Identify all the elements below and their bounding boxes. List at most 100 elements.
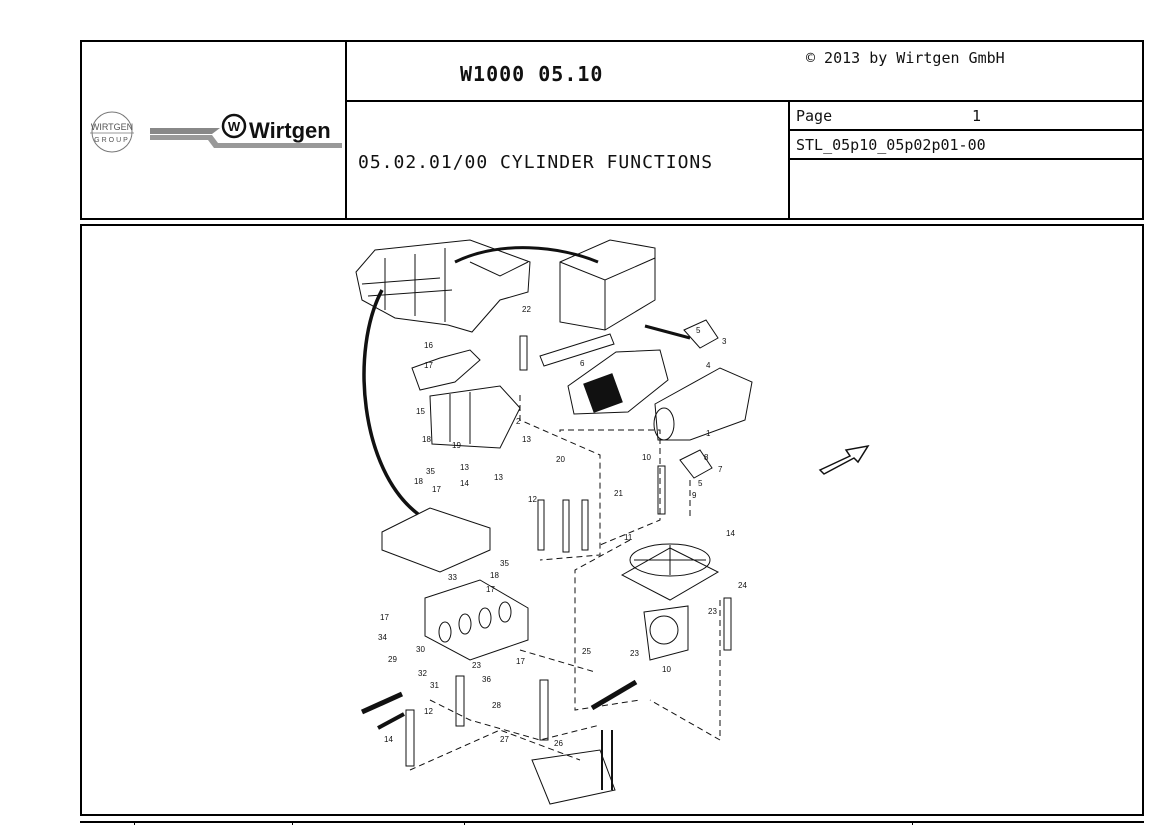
logo-brand-name: Wirtgen — [249, 118, 331, 143]
hose-left — [405, 709, 415, 767]
logo-brand-mark: W — [228, 119, 241, 134]
callout-34: 34 — [378, 633, 387, 642]
callout-14b: 14 — [726, 529, 735, 538]
callout-14c: 14 — [384, 735, 393, 744]
flange-plate-lower — [679, 449, 713, 479]
copyright-notice: © 2013 by Wirtgen GmbH — [806, 49, 1005, 67]
callout-18b: 18 — [414, 477, 423, 486]
diagram-frame — [80, 224, 1144, 816]
hose-14 — [723, 597, 732, 651]
callout-22: 22 — [522, 305, 531, 314]
callout-23: 23 — [708, 607, 717, 616]
callout-10: 10 — [642, 453, 651, 462]
callout-14: 14 — [460, 479, 469, 488]
wirtgen-brand-logo: W Wirtgen — [150, 110, 342, 156]
logo-group-top: WIRTGEN — [91, 122, 133, 132]
callout-1: 1 — [706, 429, 711, 438]
callout-32: 32 — [418, 669, 427, 678]
direction-arrow — [818, 444, 870, 475]
callout-29: 29 — [388, 655, 397, 664]
callout-11: 11 — [624, 533, 633, 542]
callout-33: 33 — [448, 573, 457, 582]
section-title: 05.02.01/00 CYLINDER FUNCTIONS — [358, 152, 714, 173]
pump-lower — [654, 367, 753, 441]
callout-10b: 10 — [662, 665, 671, 674]
callout-3: 3 — [722, 337, 727, 346]
engine-block — [559, 239, 656, 331]
callout-26: 26 — [554, 739, 563, 748]
callout-24: 24 — [738, 581, 747, 590]
wirtgen-group-logo: WIRTGEN GROUP — [86, 110, 138, 154]
hose-21 — [581, 499, 589, 551]
callout-21: 21 — [614, 489, 623, 498]
mounting-plate — [411, 349, 481, 391]
hose-29 — [455, 675, 465, 727]
support-plate — [381, 507, 491, 573]
callout-25: 25 — [582, 647, 591, 656]
callout-12b: 12 — [424, 707, 433, 716]
callout-35b: 35 — [500, 559, 509, 568]
steering-wheel — [629, 543, 711, 577]
callout-7: 7 — [718, 465, 723, 474]
footer-line — [80, 821, 1144, 823]
orbitrol-unit — [643, 605, 689, 661]
header-divider-logo — [345, 40, 347, 220]
pump-upper — [567, 349, 669, 415]
hose-25 — [590, 679, 638, 711]
hydraulic-cylinder — [539, 333, 615, 367]
footer-tick-1 — [134, 821, 135, 825]
valve-block — [429, 385, 521, 449]
callout-17: 17 — [424, 361, 433, 370]
machine-frame — [355, 239, 531, 333]
callout-2: 2 — [516, 417, 521, 426]
pump-black-band — [583, 373, 623, 413]
callout-12: 12 — [528, 495, 537, 504]
page-number: 1 — [972, 107, 982, 125]
callout-15: 15 — [416, 407, 425, 416]
callout-13: 13 — [522, 435, 531, 444]
hose-28 — [539, 679, 549, 741]
footer-tick-4 — [912, 821, 913, 825]
callout-28: 28 — [492, 701, 501, 710]
meta-row-divider-2 — [788, 158, 1144, 160]
steering-housing — [620, 547, 720, 601]
main-hose-arc — [362, 289, 420, 516]
callout-9: 9 — [692, 491, 697, 500]
logo-group-bottom: GROUP — [94, 137, 130, 144]
callout-18c: 18 — [490, 571, 499, 580]
hose-22 — [519, 335, 528, 371]
meta-row-divider-1 — [788, 129, 1144, 131]
callout-30: 30 — [416, 645, 425, 654]
callout-17c: 17 — [486, 585, 495, 594]
callout-17e: 17 — [516, 657, 525, 666]
callout-13c: 13 — [494, 473, 503, 482]
callout-16: 16 — [424, 341, 433, 350]
callout-35: 35 — [426, 467, 435, 476]
page-label: Page — [796, 107, 833, 125]
callout-23c: 23 — [472, 661, 481, 670]
callout-5: 5 — [696, 326, 701, 335]
callout-8: 8 — [704, 453, 709, 462]
header-divider-meta — [788, 100, 790, 220]
callout-17b: 17 — [432, 485, 441, 494]
callout-17d: 17 — [380, 613, 389, 622]
callout-36: 36 — [482, 675, 491, 684]
callout-27: 27 — [500, 735, 509, 744]
callout-5b: 5 — [698, 479, 703, 488]
callout-18: 18 — [422, 435, 431, 444]
top-hose-arc — [454, 246, 599, 264]
flange-plate-upper — [683, 319, 719, 349]
exploded-parts-diagram: 22 6 5 3 4 16 17 15 2 18 19 13 1 10 8 7 … — [355, 239, 870, 805]
callout-19: 19 — [452, 441, 461, 450]
callout-31: 31 — [430, 681, 439, 690]
callout-23b: 23 — [630, 649, 639, 658]
hose-10 — [657, 465, 666, 515]
header-row-divider — [345, 100, 1144, 102]
doc-code: STL_05p10_05p02p01-00 — [796, 136, 986, 154]
model-number: W1000 05.10 — [460, 62, 604, 86]
footer-tick-2 — [292, 821, 293, 825]
hose-12a — [537, 499, 545, 551]
callout-4: 4 — [706, 361, 711, 370]
callout-20: 20 — [556, 455, 565, 464]
control-valve-bank — [424, 579, 529, 661]
